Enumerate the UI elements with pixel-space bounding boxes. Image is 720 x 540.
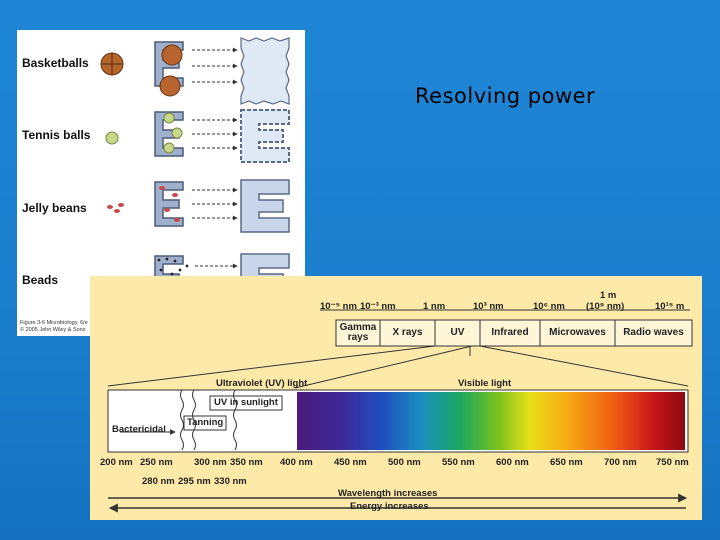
nm-tick: 600 nm <box>496 457 529 468</box>
scale-tick: 10⁶ nm <box>533 301 565 312</box>
band-infrared: Infrared <box>491 327 529 338</box>
electromagnetic-spectrum-figure: 10⁻⁵ nm 10⁻³ nm 1 nm 10³ nm 10⁶ nm 1 m (… <box>90 276 702 520</box>
basketballs-label: Basketballs <box>22 56 89 70</box>
basketball-row <box>100 37 290 105</box>
scale-tick: 10⁻³ nm <box>360 301 396 312</box>
nm-tick: 500 nm <box>388 457 421 468</box>
nm-sub-tick: 280 nm <box>142 476 175 487</box>
band-gamma-rays: Gamma rays <box>339 322 377 343</box>
wavelength-increases-label: Wavelength increases <box>338 488 438 499</box>
slide-title: Resolving power <box>415 84 596 108</box>
scale-tick: 10⁻⁵ nm <box>320 301 357 312</box>
energy-increases-label: Energy increases <box>350 501 429 512</box>
scale-tick: 10³ nm <box>473 301 504 312</box>
nm-tick: 650 nm <box>550 457 583 468</box>
nm-tick: 250 nm <box>140 457 173 468</box>
nm-tick: 300 nm <box>194 457 227 468</box>
band-uv: UV <box>450 327 465 338</box>
visible-light-label: Visible light <box>458 378 512 389</box>
scale-tick: (10⁹ nm) <box>586 301 625 312</box>
ultraviolet-label: Ultraviolet (UV) light <box>216 378 308 389</box>
nm-tick: 350 nm <box>230 457 263 468</box>
nm-tick: 450 nm <box>334 457 367 468</box>
tennis-balls-label: Tennis balls <box>22 128 91 142</box>
scale-tick: 10¹⁵ m <box>655 301 685 312</box>
nm-sub-tick: 330 nm <box>214 476 247 487</box>
nm-tick: 550 nm <box>442 457 475 468</box>
jelly-bean-row <box>107 179 290 233</box>
scale-tick: 1 nm <box>423 301 446 312</box>
band-radio-waves: Radio waves <box>623 327 684 338</box>
nm-tick: 200 nm <box>100 457 133 468</box>
visible-spectrum-gradient <box>297 392 685 450</box>
uv-in-sunlight-label: UV in sunlight <box>214 397 278 408</box>
tanning-label: Tanning <box>187 417 224 428</box>
nm-tick: 750 nm <box>656 457 689 468</box>
nm-tick: 700 nm <box>604 457 637 468</box>
tennis-ball-row <box>105 109 290 163</box>
band-x-rays: X rays <box>392 327 423 338</box>
band-microwaves: Microwaves <box>549 327 606 338</box>
nm-sub-tick: 295 nm <box>178 476 211 487</box>
jelly-beans-label: Jelly beans <box>22 201 87 215</box>
beads-label: Beads <box>22 273 59 287</box>
scale-tick: 1 m <box>600 290 617 301</box>
figure-credit: Figure 3-6 Microbiology, 6/e © 2005 John… <box>20 320 88 333</box>
bactericidal-label: Bactericidal <box>112 424 166 435</box>
nm-tick: 400 nm <box>280 457 313 468</box>
